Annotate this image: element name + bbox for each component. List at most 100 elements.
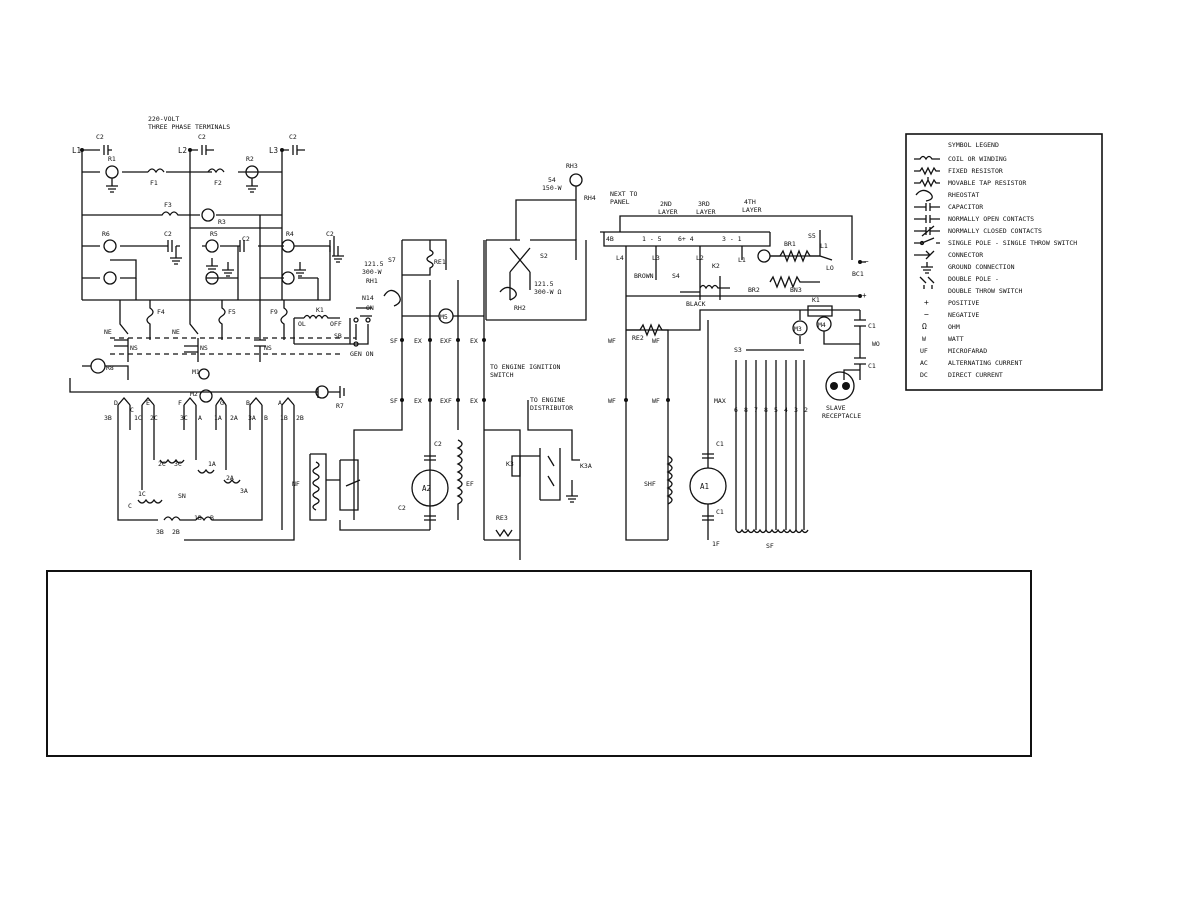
- exf-label-1: EXF: [440, 337, 452, 345]
- nf-label: NF: [292, 480, 300, 488]
- layer3-1: 3RD: [698, 200, 710, 208]
- step-6: 6: [734, 406, 738, 414]
- wo-label: WO: [872, 340, 880, 348]
- m5-label: M5: [440, 313, 448, 321]
- ph-c-top: C: [130, 406, 134, 414]
- k3a-label: K3A: [580, 462, 592, 470]
- sf-label-1: SF: [390, 337, 398, 345]
- f4-label: F4: [157, 308, 165, 316]
- minus-1: −: [864, 257, 869, 266]
- legend-negative: − NEGATIVE: [924, 310, 979, 319]
- generator-a1-section: RE2 WF WF WF WF SHF A1 C1 C1 1F MAX S3 S…: [608, 320, 809, 550]
- r6-label: R6: [102, 230, 110, 238]
- c1-label-1: C1: [716, 440, 724, 448]
- legend-capacitor-text: CAPACITOR: [948, 203, 983, 211]
- fuses-and-overload: F4 F5 F9 K1 OL OFF SB N14 ON GEN ON: [110, 294, 374, 358]
- ex-label-4: EX: [470, 397, 478, 405]
- ph-a-top: A: [278, 399, 282, 407]
- c2-label-5: C2: [242, 235, 250, 243]
- step-5: 5: [774, 406, 778, 414]
- layer4-1: 4TH: [744, 198, 756, 206]
- ph-b-mid: B: [264, 414, 268, 422]
- s7-label: S7: [388, 256, 396, 264]
- ph-1a-low: 1A: [208, 460, 216, 468]
- r7-label: R7: [336, 402, 344, 410]
- legend-connector-text: CONNECTOR: [948, 251, 983, 259]
- legend-tap-resistor-text: MOVABLE TAP RESISTOR: [948, 179, 1026, 187]
- step-8b: 8: [764, 406, 768, 414]
- ph-2a-top: 2A: [230, 414, 238, 422]
- gen-on-label: GEN ON: [350, 350, 374, 358]
- legend-positive-text: POSITIVE: [948, 299, 979, 307]
- c2-label-3: C2: [289, 133, 297, 141]
- legend-nc-contacts-text: NORMALLY CLOSED CONTACTS: [948, 227, 1042, 235]
- ph-3c: 3C: [180, 414, 188, 422]
- ph-3b: 3B: [104, 414, 112, 422]
- legend-ground-text: GROUND CONNECTION: [948, 263, 1015, 271]
- layer2-2: LAYER: [658, 208, 678, 216]
- legend-dc-symbol: DC: [920, 371, 928, 379]
- l3-label: L3: [269, 146, 278, 155]
- legend-watt-symbol: W: [922, 335, 926, 343]
- one-b-low: 1B: [194, 514, 202, 522]
- ef-label: EF: [466, 480, 474, 488]
- s3-label: S3: [734, 346, 742, 354]
- symbol-legend: SYMBOL LEGEND COIL OR WINDING FIXED RESI…: [905, 133, 1103, 391]
- exciter-section: RE1 S7 121.5 300-W RH1 M5 SF EX EXF EX S…: [292, 239, 486, 540]
- ph-f: F: [178, 399, 182, 407]
- a1-label: A1: [700, 482, 709, 491]
- legend-ground: GROUND CONNECTION: [921, 262, 1015, 274]
- sn-label: SN: [178, 492, 186, 500]
- dist-line2: DISTRIBUTOR: [530, 404, 573, 412]
- rh3-label: RH3: [566, 162, 578, 170]
- step-3: 3: [794, 406, 798, 414]
- ph-2c-top: 2C: [150, 414, 158, 422]
- k1-label: K1: [316, 306, 324, 314]
- wf-label-2: WF: [652, 337, 660, 345]
- rh1-value: 121.5: [364, 260, 384, 268]
- brown-label: BROWN: [634, 272, 654, 280]
- engine-ignition-section: TO ENGINE IGNITION SWITCH TO ENGINE DIST…: [484, 363, 592, 560]
- ph-b-top: B: [246, 399, 250, 407]
- wf-label-4: WF: [652, 397, 660, 405]
- legend-spst-text: SINGLE POLE - SINGLE THROW SWITCH: [948, 239, 1077, 247]
- next-panel-2: PANEL: [610, 198, 630, 206]
- plus-1: +: [862, 291, 867, 300]
- three-phase-inputs: L1 L2 L3 C2 C2 C2 R1 R2 F1 F2 F3 R3: [72, 133, 305, 300]
- sb-label: SB: [334, 332, 342, 340]
- generator-windings: D C E F G B A 3B 1C 2C 3C A 1A 2A 3A B 1…: [104, 396, 304, 541]
- m1-label: M1: [192, 368, 200, 376]
- rh2-value: 121.5: [534, 280, 554, 288]
- generator-a2-section: A2 C2 C2 EF RE3: [398, 439, 520, 541]
- c1-label-r1: C1: [868, 322, 876, 330]
- legend-dpdt: DOUBLE POLE - DOUBLE THROW SWITCH: [919, 275, 1022, 295]
- legend-negative-symbol: −: [924, 310, 929, 319]
- slave-line2: RECEPTACLE: [822, 412, 861, 420]
- sf-label-3: SF: [766, 542, 774, 550]
- r1-label: R1: [108, 155, 116, 163]
- l6-label: L2: [696, 254, 704, 262]
- ph-d: D: [114, 399, 118, 407]
- legend-ohm: Ω OHM: [922, 322, 960, 331]
- c1-label-2: C1: [716, 508, 724, 516]
- n14-label: N14: [362, 294, 374, 302]
- re1-label: RE1: [434, 258, 446, 266]
- layer3-2: LAYER: [696, 208, 716, 216]
- legend-uf-text: MICROFARAD: [948, 347, 987, 355]
- ex-label-2: EX: [470, 337, 478, 345]
- legend-no-contacts-text: NORMALLY OPEN CONTACTS: [948, 215, 1034, 223]
- one-f-label: 1F: [712, 540, 720, 548]
- seg-3to1: 3 - 1: [722, 235, 742, 243]
- resistor-capacitor-bank: R6 R5 R4 C2 C2 C2: [82, 215, 344, 301]
- legend-rheostat: RHEOSTAT: [915, 189, 979, 202]
- ph-2c-low: 2C: [158, 460, 166, 468]
- s4-value: 54: [548, 176, 556, 184]
- l5-label: L3: [652, 254, 660, 262]
- m3-label: M3: [794, 325, 802, 333]
- legend-fixed-resistor: FIXED RESISTOR: [914, 166, 1003, 176]
- legend-ohm-text: OHM: [948, 323, 960, 331]
- ph-1b-top: 1B: [280, 414, 288, 422]
- legend-ac-symbol: AC: [920, 359, 928, 367]
- m2-label: M2: [190, 390, 198, 398]
